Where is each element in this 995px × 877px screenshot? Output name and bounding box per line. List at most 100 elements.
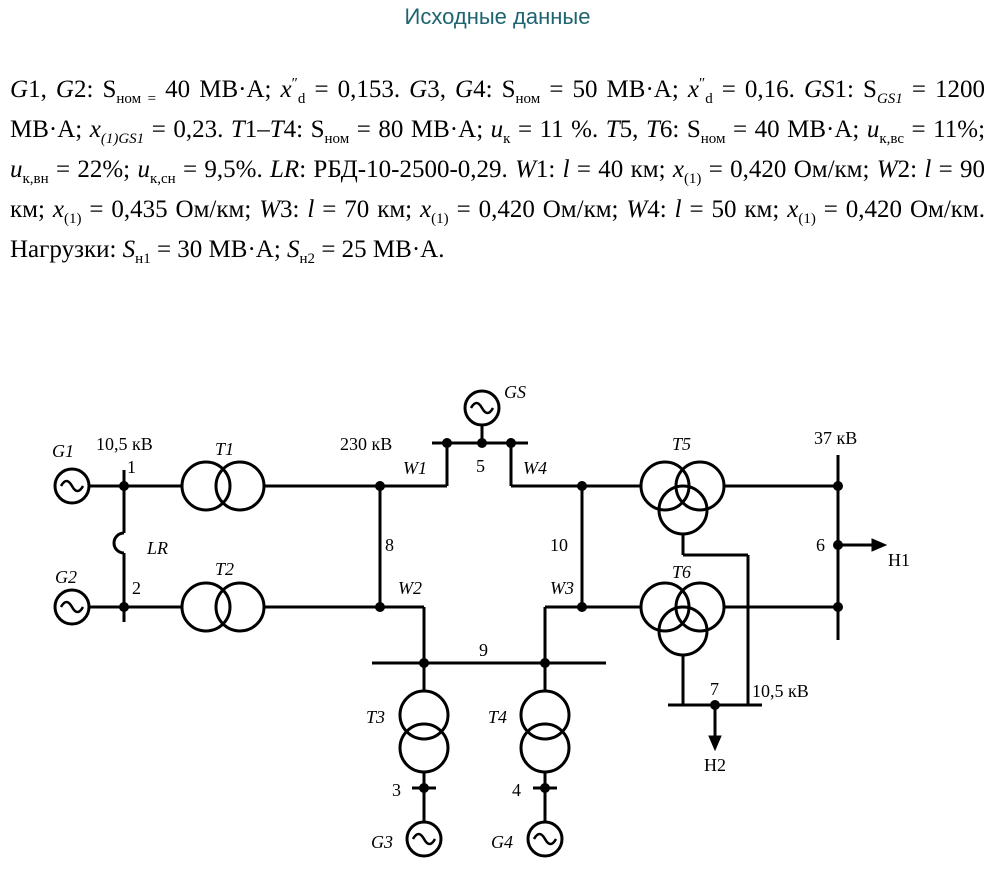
text-fragment: = 90 км; [10, 156, 985, 223]
text-u-symbol: u [10, 156, 23, 183]
text-subscript: GS1 [876, 91, 903, 107]
text-fragment: 3: [280, 196, 308, 223]
text-fragment: = 0,153. [305, 76, 410, 103]
label-node-5: 5 [476, 456, 485, 476]
transformer-t3 [398, 689, 450, 774]
label-node-8: 8 [385, 535, 394, 555]
transformer-t5 [639, 460, 726, 536]
label-t5: T5 [672, 434, 691, 454]
text-subscript: к [503, 131, 511, 147]
text-u-symbol: u [866, 116, 880, 143]
text-fragment: = 11%; [904, 116, 986, 143]
label-t3: T3 [366, 707, 385, 727]
text-w-symbol: W [515, 156, 536, 183]
transformer-t4 [519, 689, 571, 774]
text-fragment: = 25 МВ·А. [315, 236, 445, 263]
generator-g1 [53, 467, 124, 505]
text-x-symbol: x [787, 196, 799, 223]
text-fragment: = 1200 МВ·А; [10, 76, 986, 143]
text-w-symbol: W [876, 156, 898, 183]
text-x-symbol: x [687, 76, 699, 103]
text-subscript: d [705, 91, 713, 107]
text-subscript: н1 [135, 251, 151, 267]
text-g-symbol: G [455, 76, 474, 103]
text-fragment: 6: [659, 116, 687, 143]
label-node-9: 9 [479, 640, 488, 660]
text-fragment: = 0,435 Ом/км; [81, 196, 260, 223]
text-s-symbol: S [287, 236, 300, 263]
text-superscript: ″ [698, 75, 706, 92]
generator-gs [463, 389, 501, 443]
text-fragment: = 80 МВ·А; [349, 116, 491, 143]
text-fragment: 4: [283, 116, 311, 143]
text-l-symbol: l [924, 156, 932, 183]
load-h2-arrow [708, 705, 722, 752]
label-t4: T4 [488, 707, 507, 727]
label-node-3: 3 [392, 780, 401, 800]
text-g-symbol: G [10, 76, 29, 103]
text-superscript: ″ [291, 75, 298, 92]
text-subscript: к,вс [879, 131, 905, 147]
text-subscript: (1) [798, 211, 816, 227]
label-node-1: 1 [127, 457, 136, 477]
label-node-4: 4 [512, 780, 521, 800]
label-t2: T2 [215, 559, 234, 579]
text-fragment: S [310, 116, 325, 143]
text-fragment: = 0,420 Ом/км. Нагрузки: [10, 196, 985, 263]
label-voltage-37: 37 кВ [814, 428, 857, 448]
text-u-symbol: u [137, 156, 150, 183]
text-subscript: ном [324, 131, 350, 147]
text-subscript: к,вн [22, 171, 49, 187]
text-fragment: 3, [427, 76, 456, 103]
text-fragment: = 40 МВ·А; [725, 116, 867, 143]
text-fragment: = 0,420 Ом/км; [701, 156, 877, 183]
label-node-7: 7 [710, 679, 719, 699]
text-fragment: = 40 км; [569, 156, 673, 183]
transformer-t2 [180, 581, 266, 633]
transformer-t6 [639, 581, 726, 657]
text-fragment: = 9,5%. [175, 156, 270, 183]
text-fragment: 1: S [834, 76, 877, 103]
label-t6: T6 [672, 562, 691, 582]
text-fragment: = 11 %. [510, 116, 606, 143]
text-t-symbol: T [605, 116, 620, 143]
text-subscript: ном = [116, 91, 157, 107]
label-w1: W1 [403, 458, 427, 478]
label-g1: G1 [52, 441, 74, 461]
text-fragment: 1– [244, 116, 270, 143]
text-gs-symbol: GS [803, 76, 835, 103]
text-x-symbol: x [89, 116, 101, 143]
text-l-symbol: l [562, 156, 570, 183]
label-g3: G3 [371, 832, 393, 852]
label-node-2: 2 [132, 578, 141, 598]
text-fragment: = 50 МВ·А; [540, 76, 688, 103]
label-node-6: 6 [816, 535, 825, 555]
text-fragment: 1: [535, 156, 563, 183]
text-l-symbol: l [674, 196, 682, 223]
label-gs: GS [504, 382, 526, 402]
text-subscript: (1)GS1 [100, 131, 145, 147]
label-w3: W3 [550, 578, 574, 598]
text-g-symbol: G [55, 76, 74, 103]
label-load-h1: Н1 [888, 550, 910, 570]
label-g2: G2 [55, 567, 77, 587]
label-voltage-10-5-left: 10,5 кВ [96, 434, 153, 454]
text-fragment: 2: [897, 156, 925, 183]
label-g4: G4 [491, 832, 513, 852]
text-fragment: = 0,420 Ом/км; [448, 196, 627, 223]
source-data-text: G1, G2: Sном = 40 МВ·А; x″d = 0,153. G3,… [10, 70, 985, 270]
text-t-symbol: T [645, 116, 660, 143]
generator-g4 [526, 820, 564, 858]
text-lr-symbol: LR [270, 156, 300, 183]
text-fragment: = 22%; [48, 156, 138, 183]
text-fragment: 2: S [73, 76, 117, 103]
reactor-lr [112, 486, 126, 607]
text-fragment: = 30 МВ·А; [150, 236, 288, 263]
label-load-h2: Н2 [704, 755, 726, 775]
text-x-symbol: x [52, 196, 64, 223]
generator-g3 [405, 820, 443, 858]
text-subscript: к,сн [149, 171, 176, 187]
text-fragment: 40 МВ·А; [156, 76, 281, 103]
transformer-t1 [180, 460, 266, 512]
text-subscript: ном [700, 131, 726, 147]
